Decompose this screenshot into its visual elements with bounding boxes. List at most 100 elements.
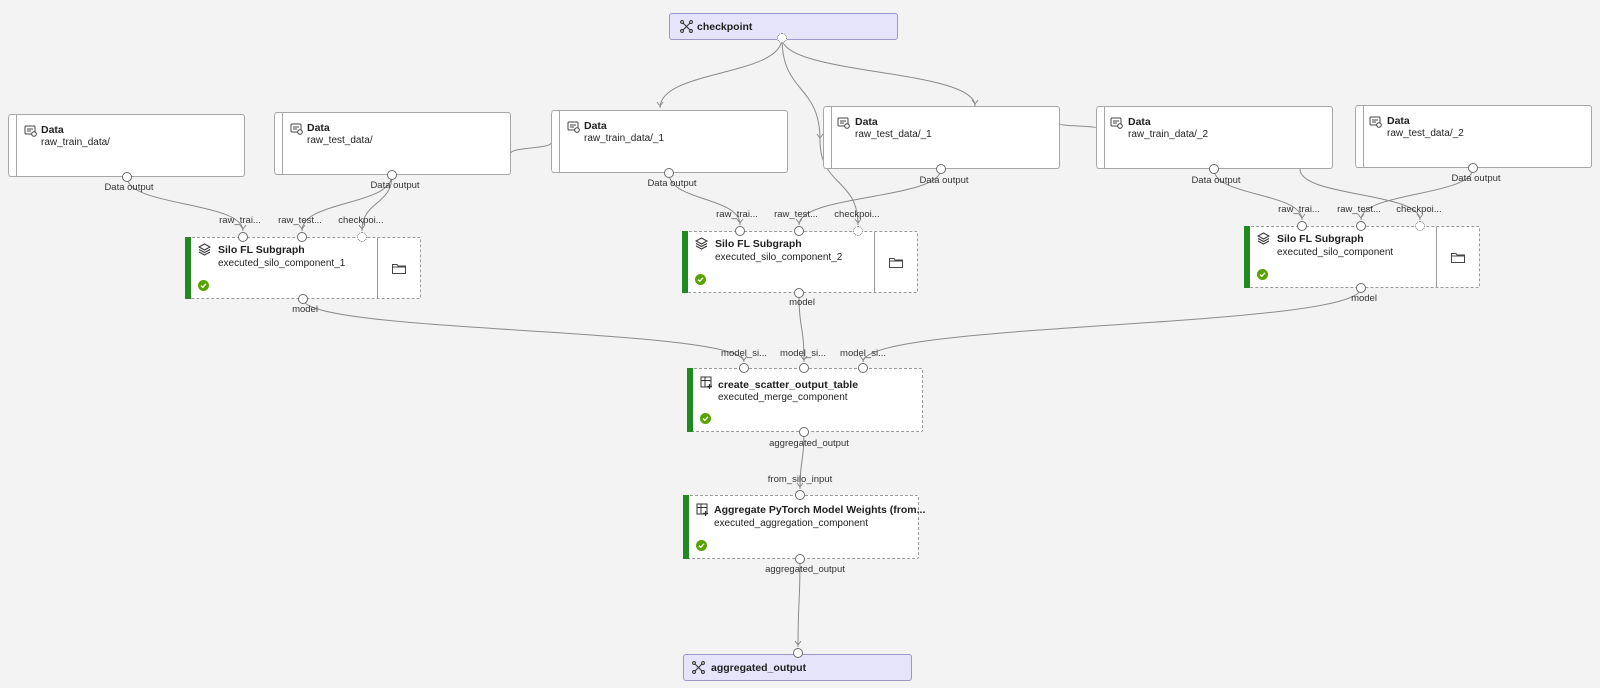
output-port[interactable] xyxy=(936,164,946,174)
merge-subtitle: executed_merge_component xyxy=(718,392,848,403)
input-port-label: raw_test... xyxy=(278,215,322,226)
output-port[interactable] xyxy=(122,172,132,182)
input-port[interactable] xyxy=(739,363,749,373)
checkpoint-output-port[interactable] xyxy=(777,33,787,43)
input-port-label: raw_trai... xyxy=(1278,204,1320,215)
input-port[interactable] xyxy=(794,226,804,236)
silo-title: Silo FL Subgraph xyxy=(715,238,802,250)
output-port[interactable] xyxy=(1209,164,1219,174)
data-node-raw-test-data-1[interactable]: Data raw_test_data/_1 xyxy=(823,106,1060,169)
output-port[interactable] xyxy=(387,170,397,180)
data-node-name: raw_train_data/ xyxy=(41,137,110,148)
data-asset-icon xyxy=(24,125,37,137)
input-port-optional[interactable] xyxy=(357,232,367,242)
pipeline-io-icon xyxy=(692,661,705,674)
input-port[interactable] xyxy=(793,648,803,658)
edge-arrowhead xyxy=(971,99,979,105)
folder-icon xyxy=(392,264,406,274)
data-output-label: Data output xyxy=(1451,173,1501,184)
output-port[interactable] xyxy=(664,168,674,178)
output-port[interactable] xyxy=(799,427,809,437)
input-port-label: model_si... xyxy=(840,348,886,359)
data-node-raw-train-data-2[interactable]: Data raw_train_data/_2 xyxy=(1096,106,1333,169)
input-port-label: model_si... xyxy=(780,348,826,359)
silo-subgraph-node-2[interactable]: Silo FL Subgraph executed_silo_component… xyxy=(682,231,918,293)
edge-connection xyxy=(668,172,741,226)
input-port[interactable] xyxy=(735,226,745,236)
silo-subtitle: executed_silo_component_1 xyxy=(218,258,346,269)
input-port[interactable] xyxy=(1297,221,1307,231)
edge-connection xyxy=(1299,168,1421,221)
status-completed-icon xyxy=(198,280,209,291)
input-port[interactable] xyxy=(297,232,307,242)
aggregate-component-node[interactable]: Aggregate PyTorch Model Weights (from...… xyxy=(683,495,925,559)
data-asset-icon xyxy=(567,121,580,133)
table-add-icon xyxy=(696,503,708,516)
input-port[interactable] xyxy=(858,363,868,373)
input-port[interactable] xyxy=(799,363,809,373)
data-node-raw-train-data-1[interactable]: Data raw_train_data/_1 xyxy=(551,110,788,173)
edge-connection xyxy=(781,37,821,141)
folder-icon xyxy=(1451,253,1465,263)
silo-subgraph-node-3[interactable]: Silo FL Subgraph executed_silo_component xyxy=(1244,226,1480,288)
output-port[interactable] xyxy=(794,288,804,298)
status-completed-icon xyxy=(700,413,711,424)
output-port-label: aggregated_output xyxy=(765,564,845,575)
silo-subgraph-node-1[interactable]: Silo FL Subgraph executed_silo_component… xyxy=(185,237,421,299)
input-port-label: from_silo_input xyxy=(767,474,833,485)
open-subgraph-button[interactable] xyxy=(874,232,917,292)
edge-connection xyxy=(510,142,552,154)
edge-connection xyxy=(862,287,1362,363)
data-output-label: Data output xyxy=(104,182,154,193)
open-subgraph-button[interactable] xyxy=(1436,227,1479,287)
output-port-label: model xyxy=(789,297,815,308)
edge-arrowhead xyxy=(1416,213,1424,219)
input-port-optional[interactable] xyxy=(853,226,863,236)
data-node-raw-train-data[interactable]: Data raw_train_data/ xyxy=(8,114,245,177)
silo-title: Silo FL Subgraph xyxy=(1277,233,1364,245)
input-port-label: raw_test... xyxy=(1337,204,1381,215)
merge-title: create_scatter_output_table xyxy=(718,379,859,391)
edge-arrowhead xyxy=(800,355,808,361)
silo-title: Silo FL Subgraph xyxy=(218,244,305,256)
data-node-name: raw_train_data/_2 xyxy=(1128,129,1209,140)
edge-connection xyxy=(781,37,976,107)
input-port-label: checkpoi... xyxy=(338,215,384,226)
data-node-name: raw_test_data/_1 xyxy=(855,129,932,140)
edge-connection xyxy=(798,292,805,363)
output-port[interactable] xyxy=(1356,283,1366,293)
edge-connection xyxy=(659,37,783,109)
output-port[interactable] xyxy=(1468,163,1478,173)
edge-connection xyxy=(126,176,244,232)
open-subgraph-button[interactable] xyxy=(377,238,420,298)
edge-connection xyxy=(1059,123,1097,129)
input-port-label: model_si... xyxy=(721,348,767,359)
output-port[interactable] xyxy=(795,554,805,564)
output-port-label: model xyxy=(292,304,318,315)
input-port[interactable] xyxy=(1356,221,1366,231)
status-completed-icon xyxy=(696,540,707,551)
edge-connection xyxy=(361,174,393,232)
pipeline-output-aggregated-output[interactable]: aggregated_output xyxy=(683,654,912,681)
edge-connection xyxy=(799,431,805,490)
input-port-optional[interactable] xyxy=(1415,221,1425,231)
input-port-label: raw_test... xyxy=(774,209,818,220)
input-port[interactable] xyxy=(795,490,805,500)
edge-arrowhead xyxy=(795,218,803,224)
edge-arrowhead xyxy=(1298,213,1306,219)
aggregated-output-label: aggregated_output xyxy=(711,662,807,674)
silo-subtitle: executed_silo_component xyxy=(1277,247,1394,258)
data-node-raw-test-data[interactable]: Data raw_test_data/ xyxy=(274,112,511,175)
data-node-name: raw_train_data/_1 xyxy=(584,133,665,144)
merge-component-node[interactable]: create_scatter_output_table executed_mer… xyxy=(687,368,923,432)
input-port[interactable] xyxy=(238,232,248,242)
edge-connection xyxy=(797,558,801,648)
edge-arrowhead xyxy=(298,224,306,230)
input-port-label: checkpoi... xyxy=(834,209,880,220)
data-node-type: Data xyxy=(41,124,64,136)
input-port-label: raw_trai... xyxy=(219,215,261,226)
data-node-raw-test-data-2[interactable]: Data raw_test_data/_2 xyxy=(1355,105,1592,168)
edge-arrowhead xyxy=(358,224,366,230)
output-port[interactable] xyxy=(298,294,308,304)
